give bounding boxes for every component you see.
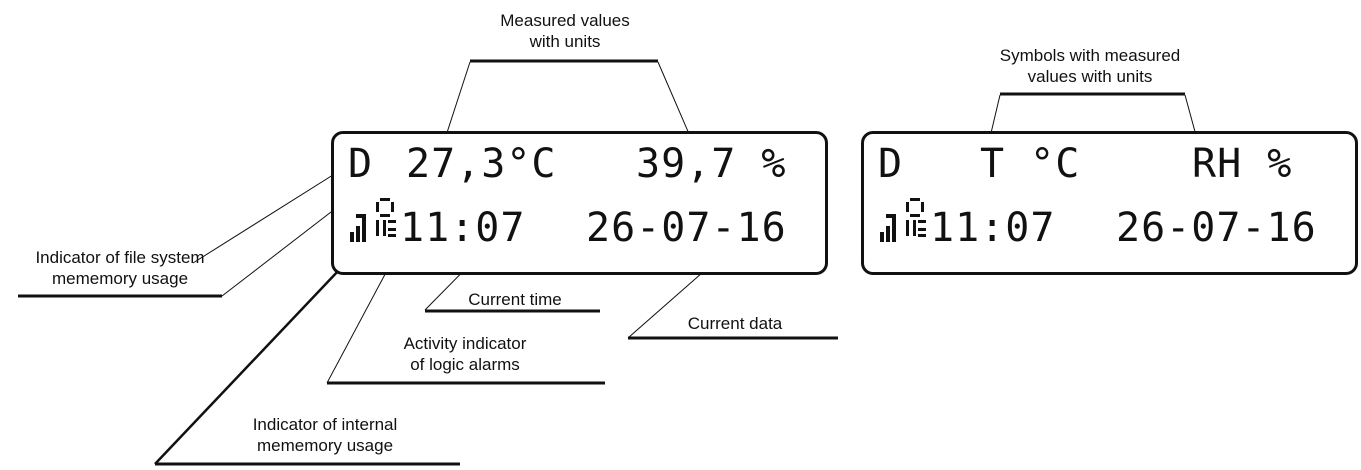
label-measured-values: Measured values with units — [500, 11, 630, 51]
time-value: 11:07 — [400, 205, 526, 251]
lcd-display-values: D 27,3°C 39,7 % 11:07 2 — [331, 131, 828, 275]
humidity-symbol: RH % — [1192, 141, 1293, 187]
temperature-value: 27,3°C — [406, 141, 557, 187]
alarm-indicator-icon — [374, 198, 398, 249]
temperature-symbol: T °C — [980, 141, 1081, 187]
alarm-indicator-icon — [904, 198, 928, 249]
memory-bar-icon — [350, 204, 372, 251]
date-value: 26-07-16 — [586, 205, 787, 251]
humidity-value: 39,7 % — [636, 141, 787, 187]
label-internal-memory: Indicator of internal mememory usage — [252, 415, 398, 455]
label-current-time: Current time — [468, 290, 562, 309]
label-current-data: Current data — [687, 314, 783, 333]
time-value: 11:07 — [930, 205, 1056, 251]
file-indicator: D — [878, 141, 904, 187]
file-indicator: D — [348, 141, 374, 187]
memory-bar-icon — [880, 204, 902, 251]
lcd-display-symbols: D T °C RH % 11:07 26-07 — [861, 131, 1358, 275]
label-file-system: Indicator of file system mememory usage — [35, 248, 205, 288]
label-logic-alarms: Activity indicator of logic alarms — [403, 334, 527, 374]
date-value: 26-07-16 — [1116, 205, 1317, 251]
label-symbols-values: Symbols with measured values with units — [999, 46, 1181, 86]
